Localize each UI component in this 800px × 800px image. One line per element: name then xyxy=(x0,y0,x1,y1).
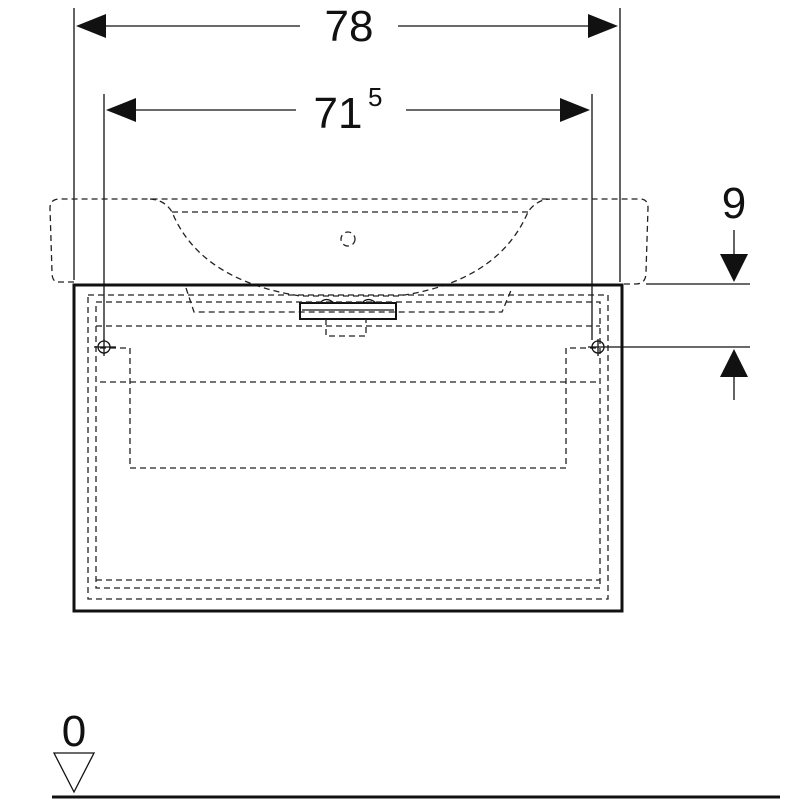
waste-pipe xyxy=(325,319,367,337)
fixing-width-dimension: 71 5 xyxy=(103,82,593,340)
arrow-right-icon xyxy=(588,14,618,38)
washbasin-bowl xyxy=(149,198,551,297)
arrow-up-icon xyxy=(720,349,748,377)
washbasin-underside xyxy=(185,287,513,313)
siphon-body xyxy=(299,302,397,320)
offset-label: 9 xyxy=(722,179,746,228)
overflow-hole-icon xyxy=(340,231,356,247)
waste-fitting xyxy=(299,298,397,337)
fixing-width-label: 71 xyxy=(314,89,363,138)
arrow-right-icon xyxy=(560,98,590,122)
overall-width-dimension: 78 xyxy=(73,2,621,282)
overall-width-label: 78 xyxy=(325,2,374,51)
level-triangle-icon xyxy=(52,752,96,794)
arrow-left-icon xyxy=(76,14,106,38)
arrow-down-icon xyxy=(720,254,748,282)
fixing-width-superscript: 5 xyxy=(368,82,382,112)
fixing-point-right xyxy=(588,339,750,356)
inner-drawer-outline xyxy=(100,347,598,469)
drawer-outline xyxy=(95,301,601,589)
cabinet-inner-outline xyxy=(87,294,609,600)
arrow-left-icon xyxy=(106,98,136,122)
washbasin-rim xyxy=(49,198,649,285)
fixing-point-left xyxy=(94,339,116,356)
floor-level-label: 0 xyxy=(62,707,86,756)
vanity-cabinet xyxy=(72,283,624,613)
washbasin-outline xyxy=(49,198,649,313)
washbasin-offset-dimension: 9 xyxy=(646,179,750,400)
floor-level-marker: 0 xyxy=(52,707,780,799)
cabinet-front xyxy=(72,283,624,613)
